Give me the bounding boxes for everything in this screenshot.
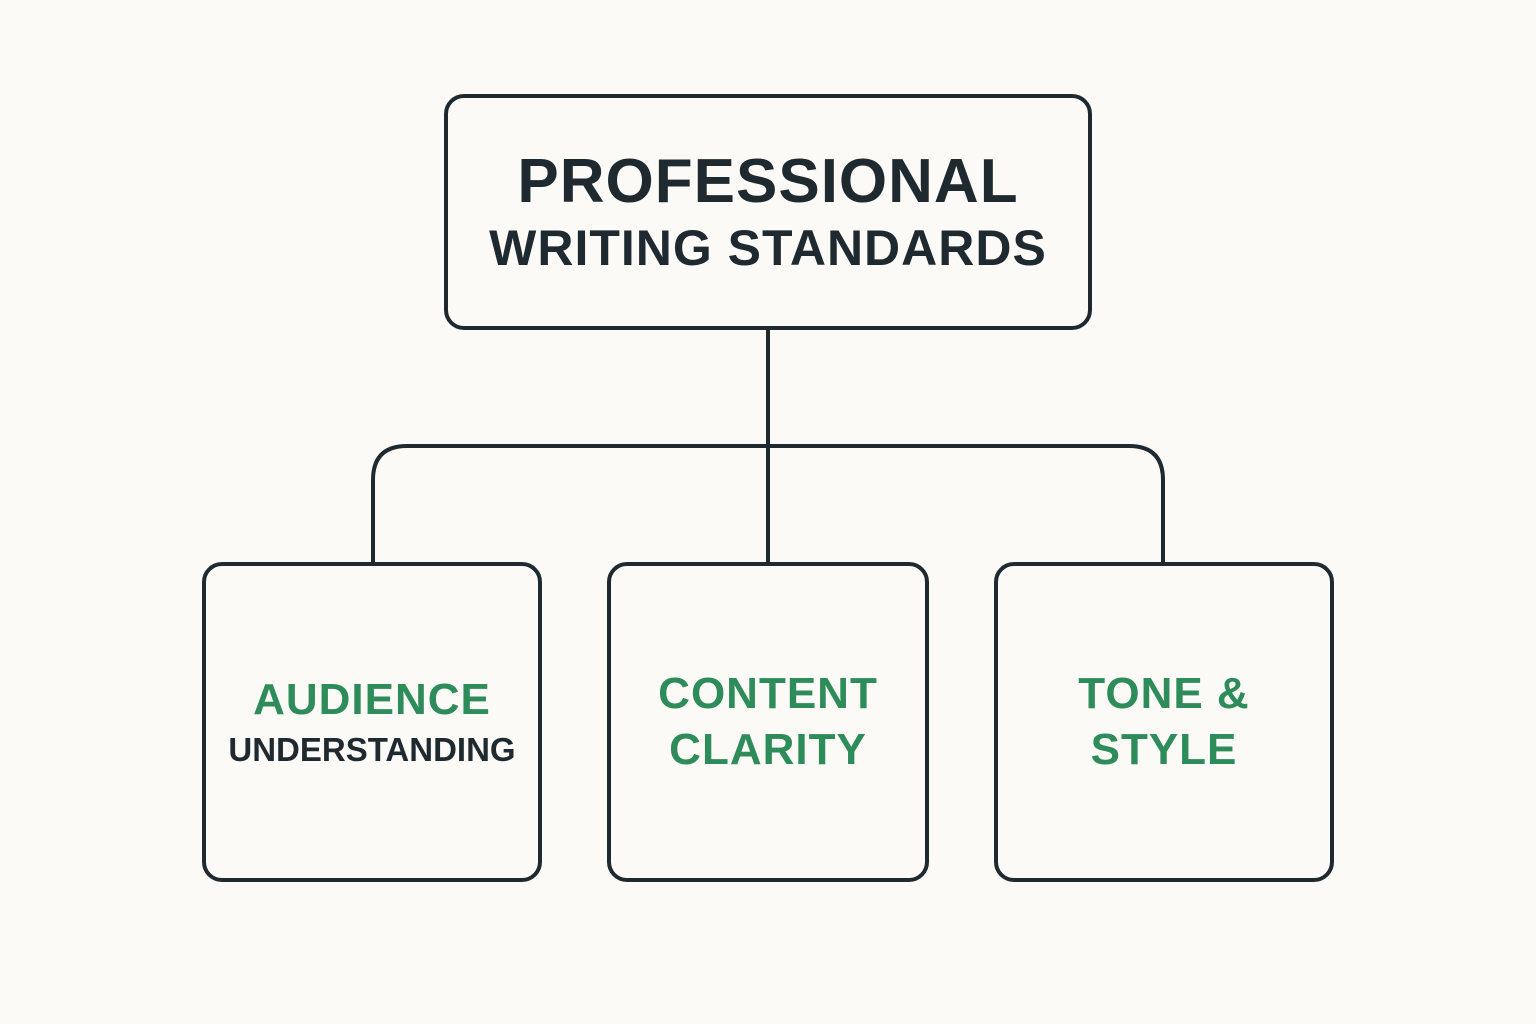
child-tone-line-2: STYLE (1090, 725, 1238, 774)
child-node-content-clarity: CONTENT CLARITY (607, 562, 929, 882)
connector-branch-bar (371, 444, 1165, 564)
child-content-line-2: CLARITY (669, 725, 867, 774)
root-node: PROFESSIONAL WRITING STANDARDS (444, 94, 1092, 330)
root-title-line-2: WRITING STANDARDS (489, 220, 1047, 276)
child-node-tone-style: TONE & STYLE (994, 562, 1334, 882)
child-node-audience-understanding: AUDIENCE UNDERSTANDING (202, 562, 542, 882)
root-title-line-1: PROFESSIONAL (517, 147, 1019, 216)
child-tone-line-1: TONE & (1078, 669, 1250, 718)
child-content-line-1: CONTENT (658, 669, 878, 718)
child-audience-line-1: AUDIENCE (253, 675, 491, 724)
child-audience-line-2: UNDERSTANDING (228, 731, 516, 768)
